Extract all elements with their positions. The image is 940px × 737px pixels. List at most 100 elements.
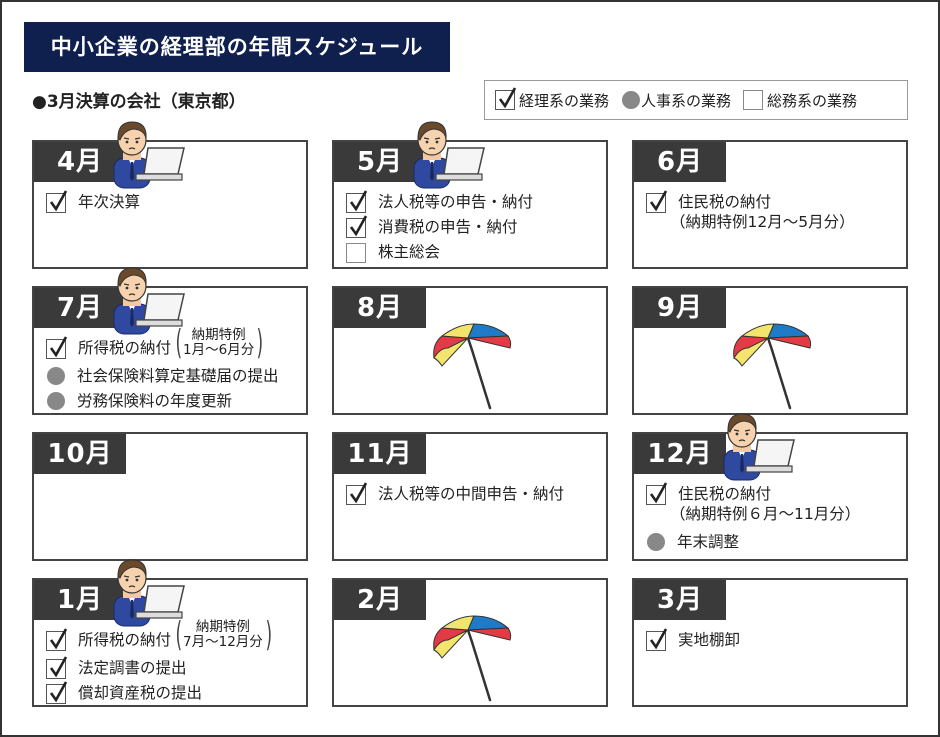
task-text: 消費税の申告・納付 [378, 218, 518, 236]
month-label: 12月 [634, 434, 726, 474]
legend-label: 人事系の業務 [641, 91, 732, 110]
task-text: 社会保険料算定基礎届の提出 [77, 367, 279, 385]
empty-box-icon [743, 90, 764, 110]
task-text: 法人税等の申告・納付 [378, 193, 534, 211]
checkmark-icon [646, 190, 668, 213]
task-text: 株主総会 [378, 243, 441, 261]
month-label: 8月 [334, 288, 426, 328]
worker-at-laptop-icon [720, 410, 796, 482]
task-text: 所得税の納付 [78, 339, 172, 357]
month-card: 9月 [632, 286, 908, 415]
legend-label: 総務系の業務 [767, 91, 858, 110]
month-label: 2月 [334, 580, 426, 620]
month-label: 10月 [34, 434, 126, 474]
month-card: 11月法人税等の中間申告・納付 [332, 432, 608, 561]
legend: 経理系の業務 人事系の業務 総務系の業務 [484, 80, 908, 120]
month-card: 12月 住民税の納付 （納期特例６月～11月分） 年末調整 [632, 413, 908, 561]
month-label: 6月 [634, 142, 726, 182]
task-item: 消費税の申告・納付 [346, 215, 602, 242]
checkmark-icon [46, 336, 68, 359]
task-text: 住民税の納付 [678, 485, 772, 503]
task-item: 法人税等の中間申告・納付 [346, 482, 602, 509]
task-item: 償却資産税の提出 [46, 681, 302, 708]
checkmark-icon [495, 87, 517, 110]
worker-at-laptop-icon [110, 118, 186, 190]
umbrella-icon [428, 610, 518, 705]
month-card: 10月 [32, 432, 308, 561]
checkmark-icon [646, 482, 668, 505]
dot-marker-icon [647, 533, 665, 551]
checkmark-icon [46, 681, 68, 704]
task-text: 年次決算 [78, 193, 141, 211]
month-label: 4月 [34, 142, 126, 182]
month-label: 7月 [34, 288, 126, 328]
task-item: 住民税の納付 （納期特例６月～11月分） [646, 482, 902, 532]
task-list: 法人税等の中間申告・納付 [346, 482, 602, 509]
checkmark-icon [46, 628, 68, 651]
task-item: 労務保険料の年度更新 [46, 391, 302, 416]
empty-box-icon [346, 243, 366, 263]
task-note: （納期特例12月～5月分） [670, 213, 855, 231]
legend-item: 総務系の業務 [743, 90, 857, 111]
task-list: 住民税の納付 （納期特例６月～11月分） 年末調整 [646, 482, 902, 557]
checkmark-icon [346, 215, 368, 238]
task-item: 住民税の納付 （納期特例12月～5月分） [646, 190, 902, 240]
month-label: 9月 [634, 288, 726, 328]
task-note-line: 1月～6月分 [183, 342, 255, 358]
month-label: 5月 [334, 142, 426, 182]
month-card: 6月住民税の納付 （納期特例12月～5月分） [632, 140, 908, 269]
month-label: 11月 [334, 434, 426, 474]
legend-item: 経理系の業務 [495, 87, 610, 111]
month-card: 3月実地棚卸 [632, 578, 908, 707]
month-card: 8月 [332, 286, 608, 415]
month-label: 3月 [634, 580, 726, 620]
task-list: 年次決算 [46, 190, 302, 217]
page-subtitle: ●3月決算の会社（東京都） [32, 92, 246, 112]
task-item: 年次決算 [46, 190, 302, 217]
task-item: 法定調書の提出 [46, 656, 302, 683]
checkmark-icon [46, 190, 68, 213]
task-text: 償却資産税の提出 [78, 684, 203, 702]
task-note-line: 納期特例 [195, 619, 250, 635]
umbrella-icon [428, 318, 518, 413]
task-note: （納期特例６月～11月分） [670, 505, 861, 523]
task-item: 社会保険料算定基礎届の提出 [46, 366, 302, 391]
checkmark-icon [346, 482, 368, 505]
task-item: 株主総会 [346, 242, 602, 267]
task-list: 実地棚卸 [646, 628, 902, 655]
task-text: 住民税の納付 [678, 193, 772, 211]
task-text: 労務保険料の年度更新 [77, 392, 233, 410]
task-list: 住民税の納付 （納期特例12月～5月分） [646, 190, 902, 240]
legend-item: 人事系の業務 [621, 90, 731, 111]
task-text: 所得税の納付 [78, 631, 172, 649]
task-item: 実地棚卸 [646, 628, 902, 655]
task-list: 法人税等の申告・納付消費税の申告・納付株主総会 [346, 190, 602, 267]
task-text: 法定調書の提出 [78, 659, 187, 677]
worker-at-laptop-icon [110, 556, 186, 628]
dot-marker-icon [47, 367, 65, 385]
checkmark-icon [346, 190, 368, 213]
month-label: 1月 [34, 580, 126, 620]
legend-label: 経理系の業務 [519, 91, 610, 110]
worker-at-laptop-icon [110, 264, 186, 336]
task-text: 法人税等の中間申告・納付 [378, 485, 565, 503]
task-text: 年末調整 [677, 533, 740, 551]
task-text: 実地棚卸 [678, 631, 741, 649]
checkmark-icon [46, 656, 68, 679]
month-card: 4月 年次決算 [32, 121, 308, 269]
month-card: 2月 [332, 578, 608, 707]
checkmark-icon [646, 628, 668, 651]
page-title: 中小企業の経理部の年間スケジュール [24, 22, 450, 72]
dot-marker-icon [47, 392, 65, 410]
task-item: 法人税等の申告・納付 [346, 190, 602, 217]
worker-at-laptop-icon [410, 118, 486, 190]
